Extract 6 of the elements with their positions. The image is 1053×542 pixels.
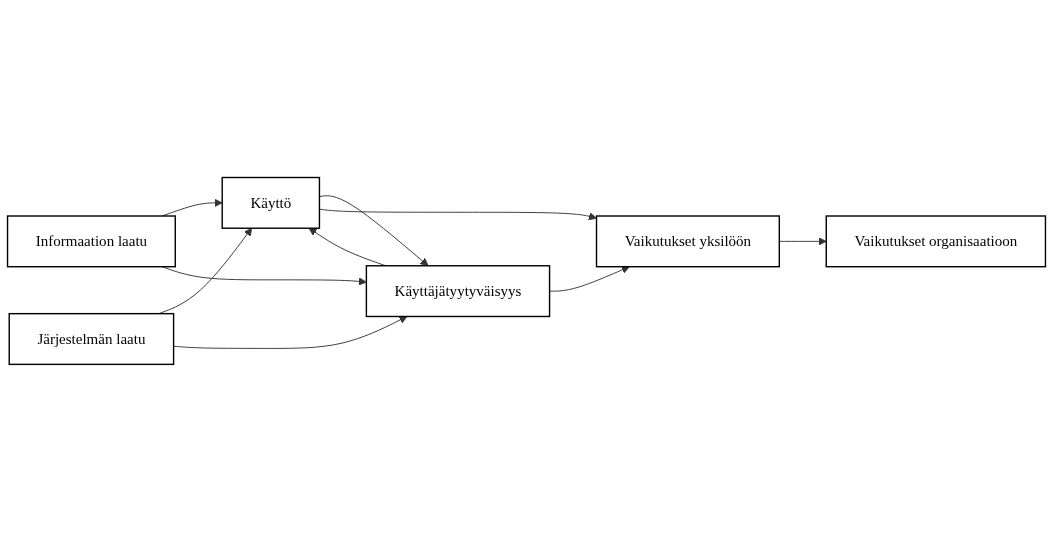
- node-box: Vaikutukset yksilöön: [595, 215, 780, 268]
- node-box: Informaation laatu: [6, 215, 176, 268]
- node-box: Vaikutukset organisaatioon: [825, 215, 1047, 268]
- node-box: Järjestelmän laatu: [8, 313, 175, 366]
- node-box: Käyttö: [221, 176, 321, 229]
- node-box: Käyttäjätyytyväisyys: [365, 265, 551, 318]
